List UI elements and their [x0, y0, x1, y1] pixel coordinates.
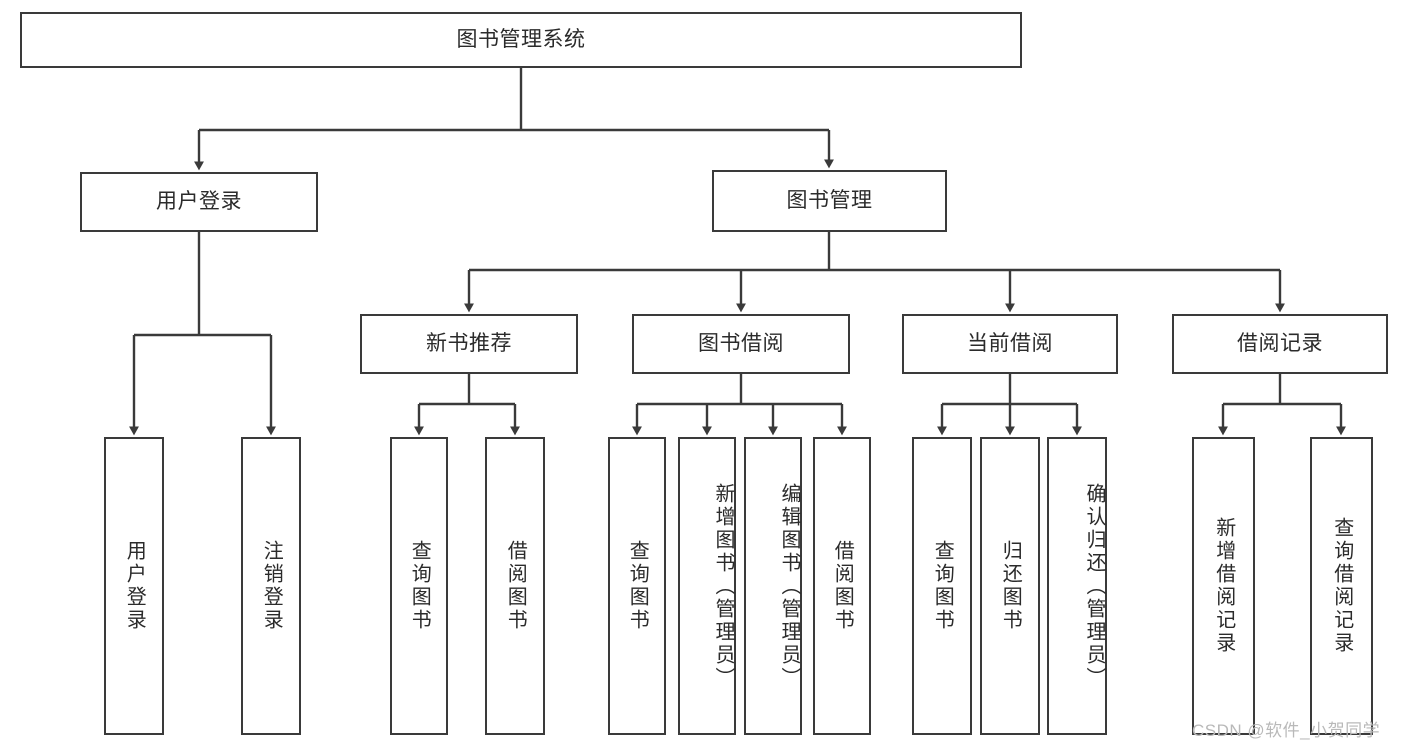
- leaf-return-book[interactable]: 归还图书: [980, 437, 1040, 735]
- node-book-borrow[interactable]: 图书借阅: [632, 314, 850, 374]
- node-current-borrow[interactable]: 当前借阅: [902, 314, 1118, 374]
- leaf-borrow-book-nbr[interactable]: 借阅图书: [485, 437, 545, 735]
- leaf-query-borrow-record[interactable]: 查询借阅记录: [1310, 437, 1373, 735]
- node-book-management[interactable]: 图书管理: [712, 170, 947, 232]
- node-root[interactable]: 图书管理系统: [20, 12, 1022, 68]
- leaf-add-book-admin[interactable]: 新增图书（管理员）: [678, 437, 736, 735]
- leaf-edit-book-admin[interactable]: 编辑图书（管理员）: [744, 437, 802, 735]
- node-user-login[interactable]: 用户登录: [80, 172, 318, 232]
- leaf-confirm-return-admin[interactable]: 确认归还（管理员）: [1047, 437, 1107, 735]
- node-new-book-recommend[interactable]: 新书推荐: [360, 314, 578, 374]
- leaf-query-book-cb[interactable]: 查询图书: [912, 437, 972, 735]
- leaf-query-book-bb[interactable]: 查询图书: [608, 437, 666, 735]
- watermark: CSDN @软件_小贺同学: [1192, 721, 1381, 740]
- leaf-logout[interactable]: 注销登录: [241, 437, 301, 735]
- leaf-user-login[interactable]: 用户登录: [104, 437, 164, 735]
- node-borrow-record[interactable]: 借阅记录: [1172, 314, 1388, 374]
- leaf-query-book-nbr[interactable]: 查询图书: [390, 437, 448, 735]
- leaf-borrow-book-bb[interactable]: 借阅图书: [813, 437, 871, 735]
- leaf-add-borrow-record[interactable]: 新增借阅记录: [1192, 437, 1255, 735]
